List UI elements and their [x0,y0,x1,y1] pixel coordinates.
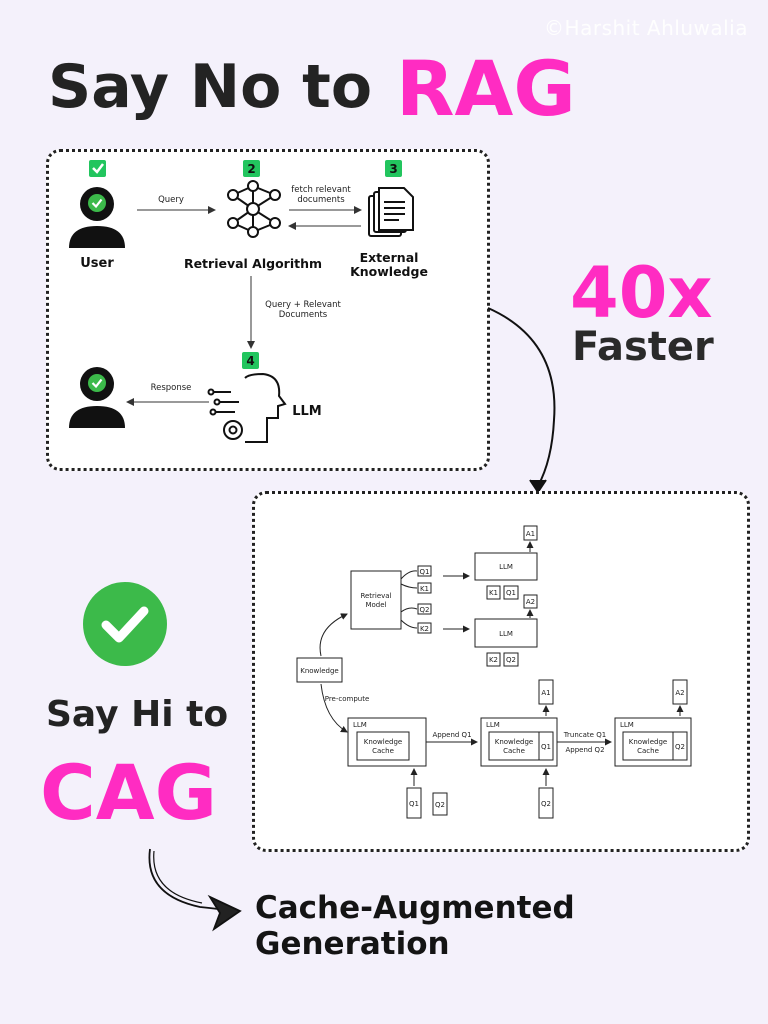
edge-qrd-line2: Documents [279,310,328,320]
retrieval-model-box [350,570,402,630]
q1-label-cache: Q1 [541,743,551,751]
a2-label-bottom: A2 [675,689,684,697]
knowledge-cache-1 [356,731,410,761]
badge-4: 4 [242,352,259,369]
badge-2-label: 2 [247,162,255,176]
q2-box-bottom-a [432,792,448,816]
k2-label-out: K2 [489,656,498,664]
q1-box-cache [538,731,554,761]
a2-label-top: A2 [526,598,535,606]
cag-heading-line2: CAG [40,748,217,837]
q2-label-out: Q2 [506,656,516,664]
node-retrieval-label: Retrieval Algorithm [184,256,322,271]
knowledge-cache-2 [488,731,540,761]
badge-4-label: 4 [246,354,254,368]
a2-box-bottom [672,679,688,705]
llm-cache-1-label: LLM [353,721,367,729]
precompute-label: Pre-compute [325,695,370,703]
kc2-line2: Cache [503,747,525,755]
node-external-line1: External [360,250,419,265]
badge-3: 3 [385,160,402,177]
kc1-line2: Cache [372,747,394,755]
a1-box-bottom [538,679,554,705]
q1-label-top: Q1 [420,568,430,576]
a1-label-bottom: A1 [541,689,550,697]
connector-arrow [487,307,556,494]
a2-box-top [523,594,538,609]
edge-qrd-line1: Query + Relevant [265,300,341,310]
llm-cache-2-label: LLM [486,721,500,729]
node-external-line2: Knowledge [350,264,428,279]
retrieval-model-line1: Retrieval [360,592,391,600]
k2-box-out [486,652,501,667]
knowledge-box [296,657,343,683]
llm-cache-3-label: LLM [620,721,634,729]
node-user-label: User [80,256,114,271]
badge-2: 2 [243,160,260,177]
a1-label-top: A1 [526,530,535,538]
k2-box [417,622,432,634]
check-circle-icon [83,582,167,666]
badge-3-label: 3 [389,162,397,176]
q2-label-bottom-a: Q2 [435,801,445,809]
llm-box-mid [474,618,538,648]
q1-box-out [503,585,519,600]
rag-diagram: 2 3 4 User Retrieval Algo [69,160,428,443]
rag-diagram-box: 2 3 4 User Retrieval Algo [46,149,490,471]
user-icon-response [69,367,125,428]
speed-label: Faster [572,324,714,370]
q2-label-bottom-b: Q2 [541,800,551,808]
kc2-line1: Knowledge [495,738,533,746]
kc3-line1: Knowledge [629,738,667,746]
q1-label-out: Q1 [506,589,516,597]
speed-value: 40x [570,252,713,334]
q2-label-cache: Q2 [675,743,685,751]
edge-query-label: Query [158,195,184,205]
watermark: ©Harshit Ahluwalia [544,16,748,40]
llm-label-mid: LLM [499,630,513,638]
title-part2: RAG [396,44,576,133]
knowledge-label: Knowledge [300,667,338,675]
a1-box-top [523,525,538,541]
footer-text: Cache-Augmented Generation [255,890,575,962]
q2-label-top: Q2 [420,606,430,614]
cag-diagram-box: Retrieval Model Q1 K1 Q2 K2 LLM K1 Q1 [252,491,750,852]
ai-head-icon [207,372,287,443]
q1-box-bottom [406,787,422,819]
swoosh-arrow-icon [148,848,242,932]
llm-label-top: LLM [499,563,513,571]
documents-icon [368,187,414,237]
cag-heading-line1: Say Hi to [46,694,229,735]
neural-network-icon [227,180,281,238]
edge-fetch-line1: fetch relevant [291,185,351,195]
q2-box-cache [672,731,688,761]
q2-box-top [417,603,432,615]
k1-label: K1 [420,585,429,593]
retrieval-model-line2: Model [365,601,386,609]
append-q2-label: Append Q2 [565,746,604,754]
cag-diagram: Retrieval Model Q1 K1 Q2 K2 LLM K1 Q1 [296,525,692,819]
node-llm-label: LLM [292,404,322,419]
badge-1-check [89,160,106,177]
title-part1: Say No to [48,52,373,122]
q2-box-out [503,652,519,667]
user-icon [69,187,125,248]
edge-response-label: Response [151,383,192,393]
q2-box-bottom-b [538,787,554,819]
kc1-line1: Knowledge [364,738,402,746]
llm-box-top [474,552,538,581]
k2-label: K2 [420,625,429,633]
knowledge-cache-3 [622,731,674,761]
kc3-line2: Cache [637,747,659,755]
k1-box [417,582,432,594]
edge-fetch-line2: documents [297,195,345,205]
truncate-q1-label: Truncate Q1 [563,731,606,739]
k1-label-out: K1 [489,589,498,597]
append-q1-label: Append Q1 [432,731,471,739]
q1-label-bottom: Q1 [409,800,419,808]
k1-box-out [486,585,501,600]
q1-box-top [417,565,432,577]
